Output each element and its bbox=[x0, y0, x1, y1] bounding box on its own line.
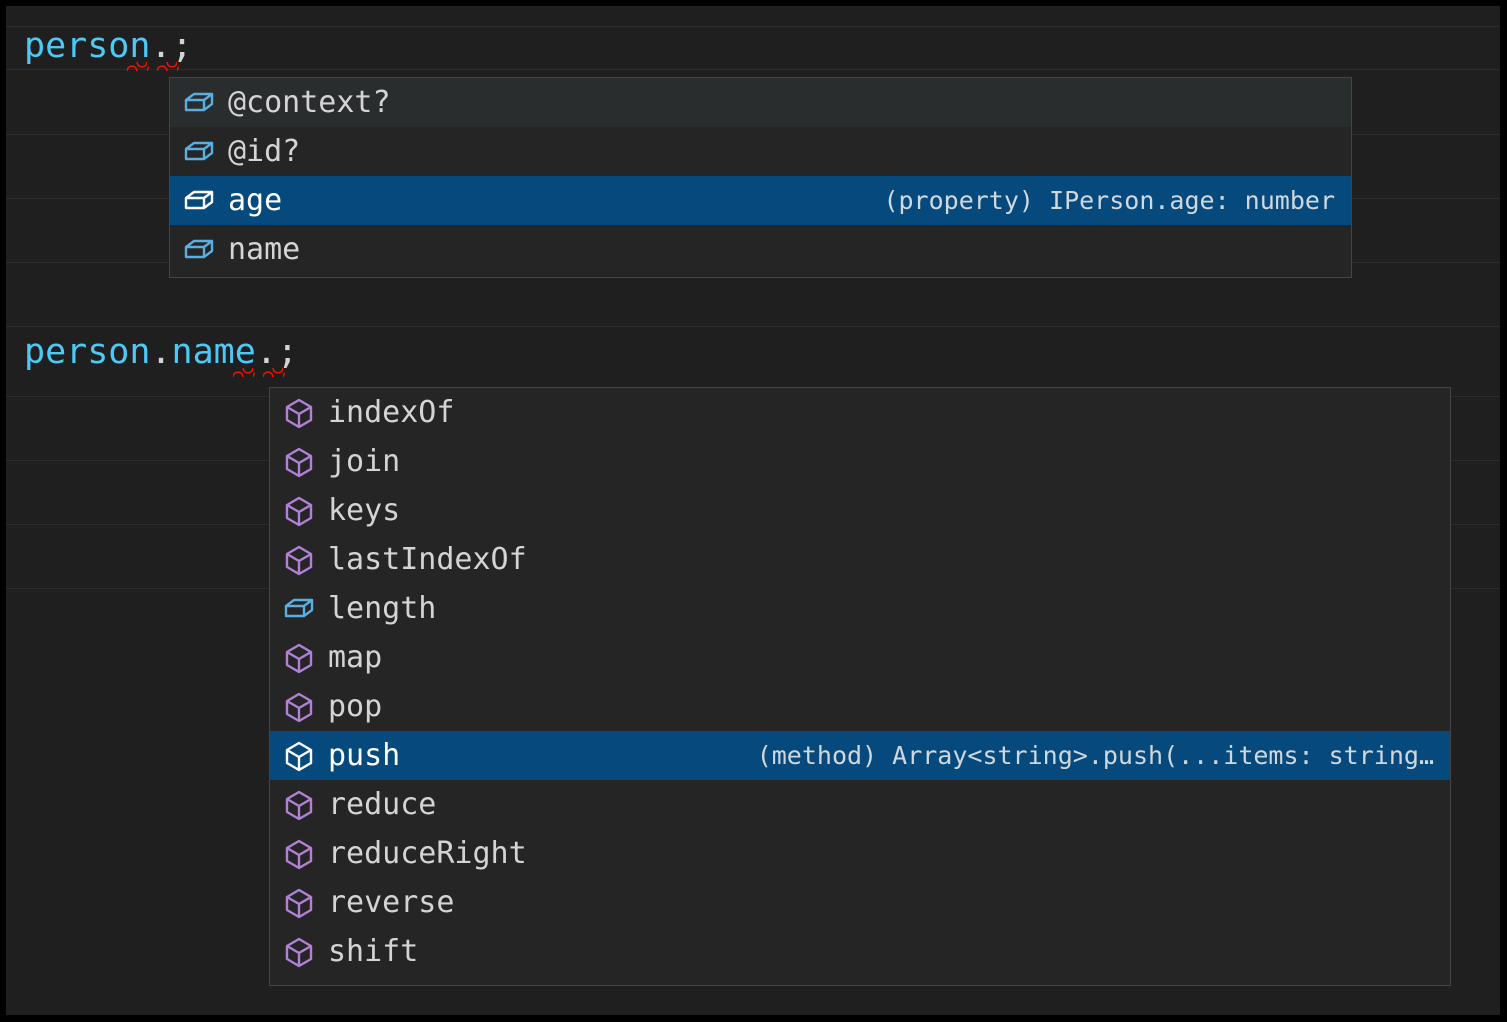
completion-item[interactable]: age (property) IPerson.age: number bbox=[170, 176, 1351, 225]
completion-item[interactable]: map bbox=[270, 633, 1450, 682]
code-line-1[interactable]: person.; bbox=[24, 26, 193, 66]
completion-item[interactable]: length bbox=[270, 584, 1450, 633]
code-token-identifier: person bbox=[24, 26, 151, 66]
completion-item[interactable]: pop bbox=[270, 682, 1450, 731]
completion-item-label: age bbox=[228, 182, 283, 218]
method-cube-icon bbox=[285, 496, 313, 526]
completion-item[interactable]: reverse bbox=[270, 878, 1450, 927]
method-cube-icon bbox=[285, 937, 313, 967]
code-token-punctuation: .; bbox=[255, 332, 298, 372]
property-cube-icon bbox=[184, 239, 214, 258]
completion-item-label: reverse bbox=[328, 884, 455, 920]
completion-item[interactable]: indexOf bbox=[270, 388, 1450, 437]
completion-item[interactable]: shift bbox=[270, 927, 1450, 976]
method-cube-icon bbox=[285, 398, 313, 428]
property-cube-icon bbox=[184, 92, 214, 111]
method-cube-icon bbox=[285, 447, 313, 477]
property-cube-icon bbox=[284, 598, 314, 617]
method-cube-icon bbox=[285, 839, 313, 869]
completion-item-detail: (method) Array<string>.push(...items: st… bbox=[756, 740, 1434, 770]
completion-item[interactable]: @id? bbox=[170, 127, 1351, 176]
editor-line-separator bbox=[6, 26, 1500, 27]
property-cube-icon bbox=[184, 190, 214, 209]
method-cube-icon bbox=[285, 643, 313, 673]
array-completion-list[interactable]: indexOf join keys lastIndexOf length map pop pu… bbox=[269, 387, 1451, 986]
completion-item[interactable]: name bbox=[170, 225, 1351, 274]
code-token-identifier: name bbox=[171, 332, 256, 372]
completion-item-label: name bbox=[228, 231, 301, 267]
completion-item[interactable]: lastIndexOf bbox=[270, 535, 1450, 584]
code-editor-surface[interactable]: person.;person.name.;@context?@id?age(pr… bbox=[6, 6, 1500, 1015]
completion-item-label: @id? bbox=[228, 133, 301, 169]
error-squiggle-dot-line-2 bbox=[233, 368, 255, 377]
method-cube-icon bbox=[285, 888, 313, 918]
completion-item-label: lastIndexOf bbox=[328, 541, 527, 577]
completion-item[interactable]: push (method) Array<string>.push(...items… bbox=[270, 731, 1450, 780]
method-cube-icon bbox=[285, 741, 313, 771]
completion-item-label: reduce bbox=[328, 786, 437, 822]
completion-item[interactable]: reduceRight bbox=[270, 829, 1450, 878]
completion-item[interactable]: join bbox=[270, 437, 1450, 486]
method-cube-icon bbox=[285, 790, 313, 820]
code-token-identifier: person bbox=[24, 332, 151, 372]
code-line-2[interactable]: person.name.; bbox=[24, 332, 298, 372]
code-token-punctuation: .; bbox=[150, 26, 193, 66]
completion-item-label: map bbox=[328, 639, 383, 675]
property-cube-icon bbox=[184, 141, 214, 160]
completion-item-label: push bbox=[328, 737, 401, 773]
editor-line-separator bbox=[6, 69, 1500, 70]
completion-item-label: pop bbox=[328, 688, 383, 724]
editor-line-separator bbox=[6, 326, 1500, 327]
completion-item[interactable]: reduce bbox=[270, 780, 1450, 829]
completion-item[interactable]: keys bbox=[270, 486, 1450, 535]
completion-item-label: indexOf bbox=[328, 394, 455, 430]
completion-item-detail: (property) IPerson.age: number bbox=[883, 185, 1335, 215]
completion-item-label: length bbox=[328, 590, 437, 626]
member-completion-list[interactable]: @context? @id? age (property) IPerson.age: … bbox=[169, 77, 1352, 278]
completion-item-label: shift bbox=[328, 933, 419, 969]
completion-item-label: reduceRight bbox=[328, 835, 527, 871]
method-cube-icon bbox=[285, 545, 313, 575]
completion-item-label: keys bbox=[328, 492, 401, 528]
completion-item-label: @context? bbox=[228, 84, 391, 120]
error-squiggle-dot-line-1 bbox=[127, 62, 149, 71]
completion-item[interactable]: @context? bbox=[170, 78, 1351, 127]
code-token-punctuation: . bbox=[150, 332, 172, 372]
error-squiggle-semicolon-line-1 bbox=[157, 62, 179, 71]
completion-item-label: join bbox=[328, 443, 401, 479]
error-squiggle-semicolon-line-2 bbox=[263, 368, 285, 377]
method-cube-icon bbox=[285, 692, 313, 722]
